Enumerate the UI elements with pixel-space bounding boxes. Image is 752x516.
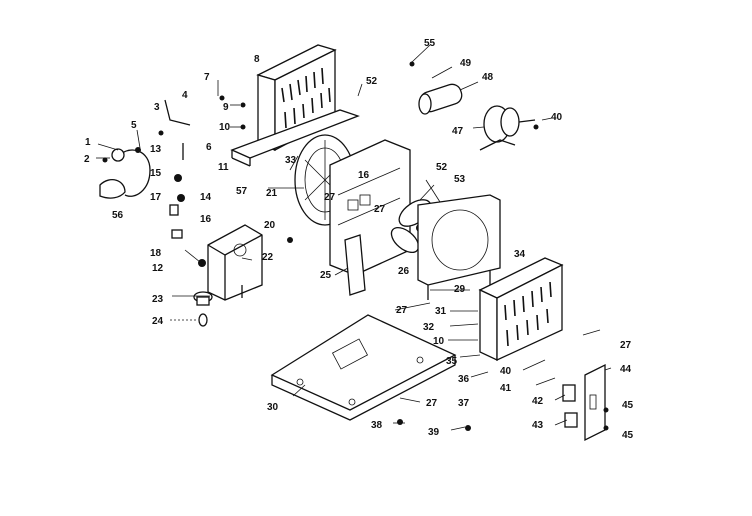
callout-42: 42 (532, 396, 544, 407)
callout-49: 49 (460, 58, 472, 69)
callout-16a: 16 (200, 214, 212, 225)
thermostat-and-parts (99, 99, 191, 239)
callout-9: 9 (223, 102, 229, 113)
callout-44: 44 (620, 364, 632, 375)
callout-8: 8 (254, 54, 260, 65)
callout-23: 23 (152, 294, 164, 305)
callout-12: 12 (152, 263, 164, 274)
callout-45a: 45 (622, 400, 634, 411)
compressor (207, 224, 263, 301)
switch-parts (562, 384, 578, 428)
callout-24: 24 (152, 316, 164, 327)
callout-17: 17 (150, 192, 162, 203)
callout-21: 21 (266, 188, 278, 199)
callout-57: 57 (236, 186, 248, 197)
callout-26: 26 (398, 266, 410, 277)
callout-27d: 27 (620, 340, 632, 351)
callout-27b: 27 (396, 305, 408, 316)
callout-40b: 40 (551, 112, 563, 123)
callout-10b: 10 (433, 336, 445, 347)
callout-16b: 16 (358, 170, 370, 181)
callout-27c: 27 (426, 398, 438, 409)
callout-14: 14 (200, 192, 212, 203)
callout-7: 7 (204, 72, 210, 83)
callout-32: 32 (423, 322, 435, 333)
callout-53: 53 (454, 174, 466, 185)
capacitor (418, 83, 463, 115)
callout-36: 36 (458, 374, 470, 385)
callout-43: 43 (532, 420, 544, 431)
callout-27a: 27 (324, 192, 336, 203)
callout-30: 30 (267, 402, 279, 413)
callout-40a: 40 (500, 366, 512, 377)
callout-52a: 52 (366, 76, 378, 87)
callout-27e: 27 (374, 204, 386, 215)
callout-18: 18 (150, 248, 162, 259)
callout-47: 47 (452, 126, 464, 137)
callout-34: 34 (514, 249, 526, 260)
callout-labels: 1 2 3 4 5 6 7 8 9 10 10 11 12 13 14 15 1… (84, 38, 634, 441)
callout-5: 5 (131, 120, 137, 131)
leader-lines (96, 44, 612, 431)
base-pan (270, 314, 457, 421)
callout-33: 33 (285, 155, 297, 166)
callout-2: 2 (84, 154, 90, 165)
callout-29: 29 (454, 284, 466, 295)
callout-6: 6 (206, 142, 212, 153)
callout-20: 20 (264, 220, 276, 231)
condenser-coil (478, 257, 564, 362)
callout-22: 22 (262, 252, 274, 263)
callout-4: 4 (182, 90, 188, 101)
drain-tray (230, 109, 360, 167)
callout-3: 3 (154, 102, 160, 113)
callout-39: 39 (428, 427, 440, 438)
callout-10a: 10 (219, 122, 231, 133)
callout-25: 25 (320, 270, 332, 281)
callout-56: 56 (112, 210, 124, 221)
callout-45b: 45 (622, 430, 634, 441)
compressor-mounts (170, 259, 213, 327)
callout-15: 15 (150, 168, 162, 179)
callout-11: 11 (218, 162, 229, 173)
callout-38: 38 (371, 420, 383, 431)
callout-1: 1 (85, 137, 91, 148)
callout-13: 13 (150, 144, 162, 155)
callout-31: 31 (435, 306, 447, 317)
control-bracket (584, 363, 606, 442)
partition-panel (329, 139, 411, 296)
callout-37: 37 (458, 398, 470, 409)
callout-41: 41 (500, 383, 512, 394)
callout-52b: 52 (436, 162, 448, 173)
callout-55: 55 (424, 38, 436, 49)
callout-48: 48 (482, 72, 494, 83)
callout-35: 35 (446, 356, 458, 367)
fan-motor (479, 105, 536, 151)
fasteners (102, 61, 609, 431)
